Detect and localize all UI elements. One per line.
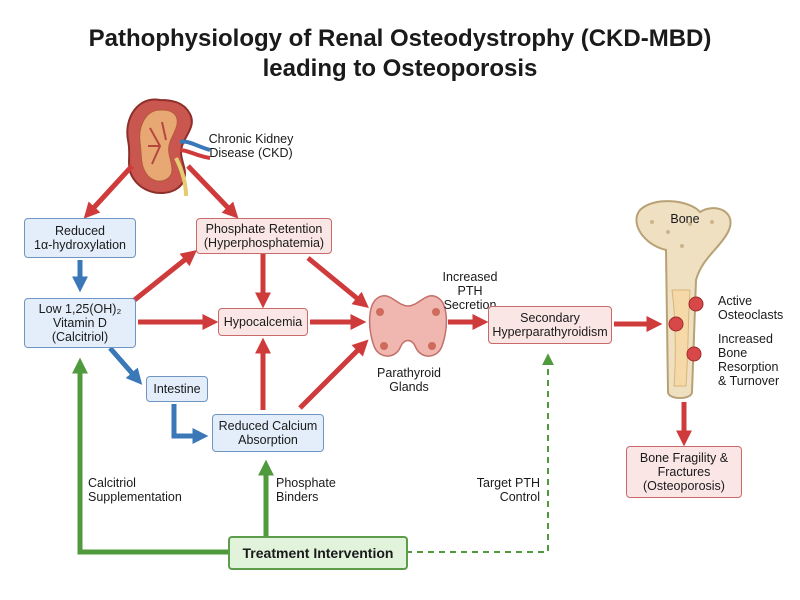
reduced-calcium-absorption-text: Reduced Calcium Absorption xyxy=(218,419,318,447)
arrow-ckd-to-phosphate-retention xyxy=(186,164,239,219)
title-line-2: leading to Osteoporosis xyxy=(262,55,538,82)
low-vitamin-d-text: Low 1,25(OH)₂ Vitamin D (Calcitriol) xyxy=(38,302,122,344)
arrow-intestine-to-calcium-absorption xyxy=(171,404,209,445)
active-osteoclasts-label: Active Osteoclasts xyxy=(718,294,784,322)
title-line-1: Pathophysiology of Renal Osteodystrophy … xyxy=(88,25,712,52)
arrow-target-pth-control xyxy=(406,353,554,553)
arrow-vitamin-d-to-phosphate-retention xyxy=(130,250,197,304)
hypocalcemia-box: Hypocalcemia xyxy=(218,308,308,336)
reduced-calcium-absorption-box: Reduced Calcium Absorption xyxy=(212,414,324,452)
calcitriol-supplementation-label: Calcitriol Supplementation xyxy=(88,476,182,504)
parathyroid-glands-icon xyxy=(368,295,448,357)
arrow-calcitriol-supplementation xyxy=(71,357,238,555)
vitamin-d-arrows xyxy=(71,260,209,445)
arrow-calcium-absorption-to-parathyroid xyxy=(298,339,369,410)
low-vitamin-d-box: Low 1,25(OH)₂ Vitamin D (Calcitriol) xyxy=(24,298,136,348)
reduced-hydroxylation-box: Reduced 1α-hydroxylation xyxy=(24,218,136,258)
kidney-icon xyxy=(126,98,211,197)
secondary-hyperparathyroidism-box: Secondary Hyperparathyroidism xyxy=(488,306,612,344)
intestine-text: Intestine xyxy=(153,382,201,396)
target-pth-control-label: Target PTH Control xyxy=(476,476,540,504)
ckd-label: Chronic Kidney Disease (CKD) xyxy=(208,132,294,160)
reduced-hydroxylation-text: Reduced 1α-hydroxylation xyxy=(34,224,126,252)
hypocalcemia-text: Hypocalcemia xyxy=(223,315,303,329)
intestine-box: Intestine xyxy=(146,376,208,402)
arrow-ckd-to-reduced-hydroxylation xyxy=(83,164,134,219)
bone-label: Bone xyxy=(670,212,700,226)
arrow-phosphate-to-parathyroid xyxy=(306,256,369,309)
diagram-title: Pathophysiology of Renal Osteodystrophy … xyxy=(0,24,800,84)
increased-bone-resorption-label: Increased Bone Resorption & Turnover xyxy=(718,332,780,388)
pathway-arrows xyxy=(83,164,693,447)
femur-bone-icon xyxy=(635,200,732,399)
bone-fragility-box: Bone Fragility & Fractures (Osteoporosis… xyxy=(626,446,742,498)
arrow-vitamin-d-to-intestine xyxy=(108,346,143,385)
phosphate-binders-label: Phosphate Binders xyxy=(276,476,336,504)
phosphate-retention-text: Phosphate Retention (Hyperphosphatemia) xyxy=(203,222,325,250)
phosphate-retention-box: Phosphate Retention (Hyperphosphatemia) xyxy=(196,218,332,254)
parathyroid-glands-label: Parathyroid Glands xyxy=(377,366,441,394)
increased-pth-secretion-label: Increased PTH Secretion xyxy=(442,270,498,312)
treatment-arrows xyxy=(71,353,554,555)
secondary-hyperparathyroidism-text: Secondary Hyperparathyroidism xyxy=(492,311,608,339)
treatment-intervention-text: Treatment Intervention xyxy=(242,545,394,561)
treatment-intervention-box: Treatment Intervention xyxy=(228,536,408,570)
bone-fragility-text: Bone Fragility & Fractures (Osteoporosis… xyxy=(639,451,729,493)
